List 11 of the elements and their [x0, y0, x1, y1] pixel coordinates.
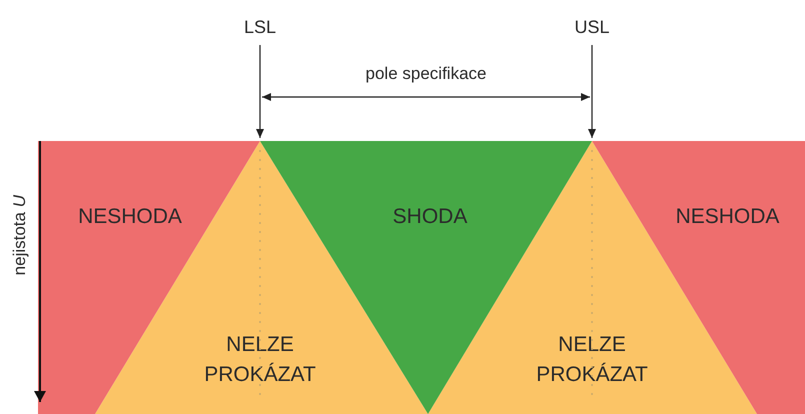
leader-arrow	[588, 45, 596, 138]
region-label: NELZE PROKÁZAT	[203, 332, 317, 388]
region-label: NESHODA	[77, 204, 183, 230]
region-label: NELZE PROKÁZAT	[535, 332, 649, 388]
region-label: NESHODA	[674, 204, 780, 230]
limit-label: LSL	[240, 15, 280, 39]
dimension-label: pole specifikace	[364, 64, 488, 84]
limit-label: USL	[572, 15, 612, 39]
leader-arrow	[256, 45, 264, 138]
region-label: SHODA	[392, 204, 468, 230]
axis-label: nejistota U	[10, 195, 30, 276]
